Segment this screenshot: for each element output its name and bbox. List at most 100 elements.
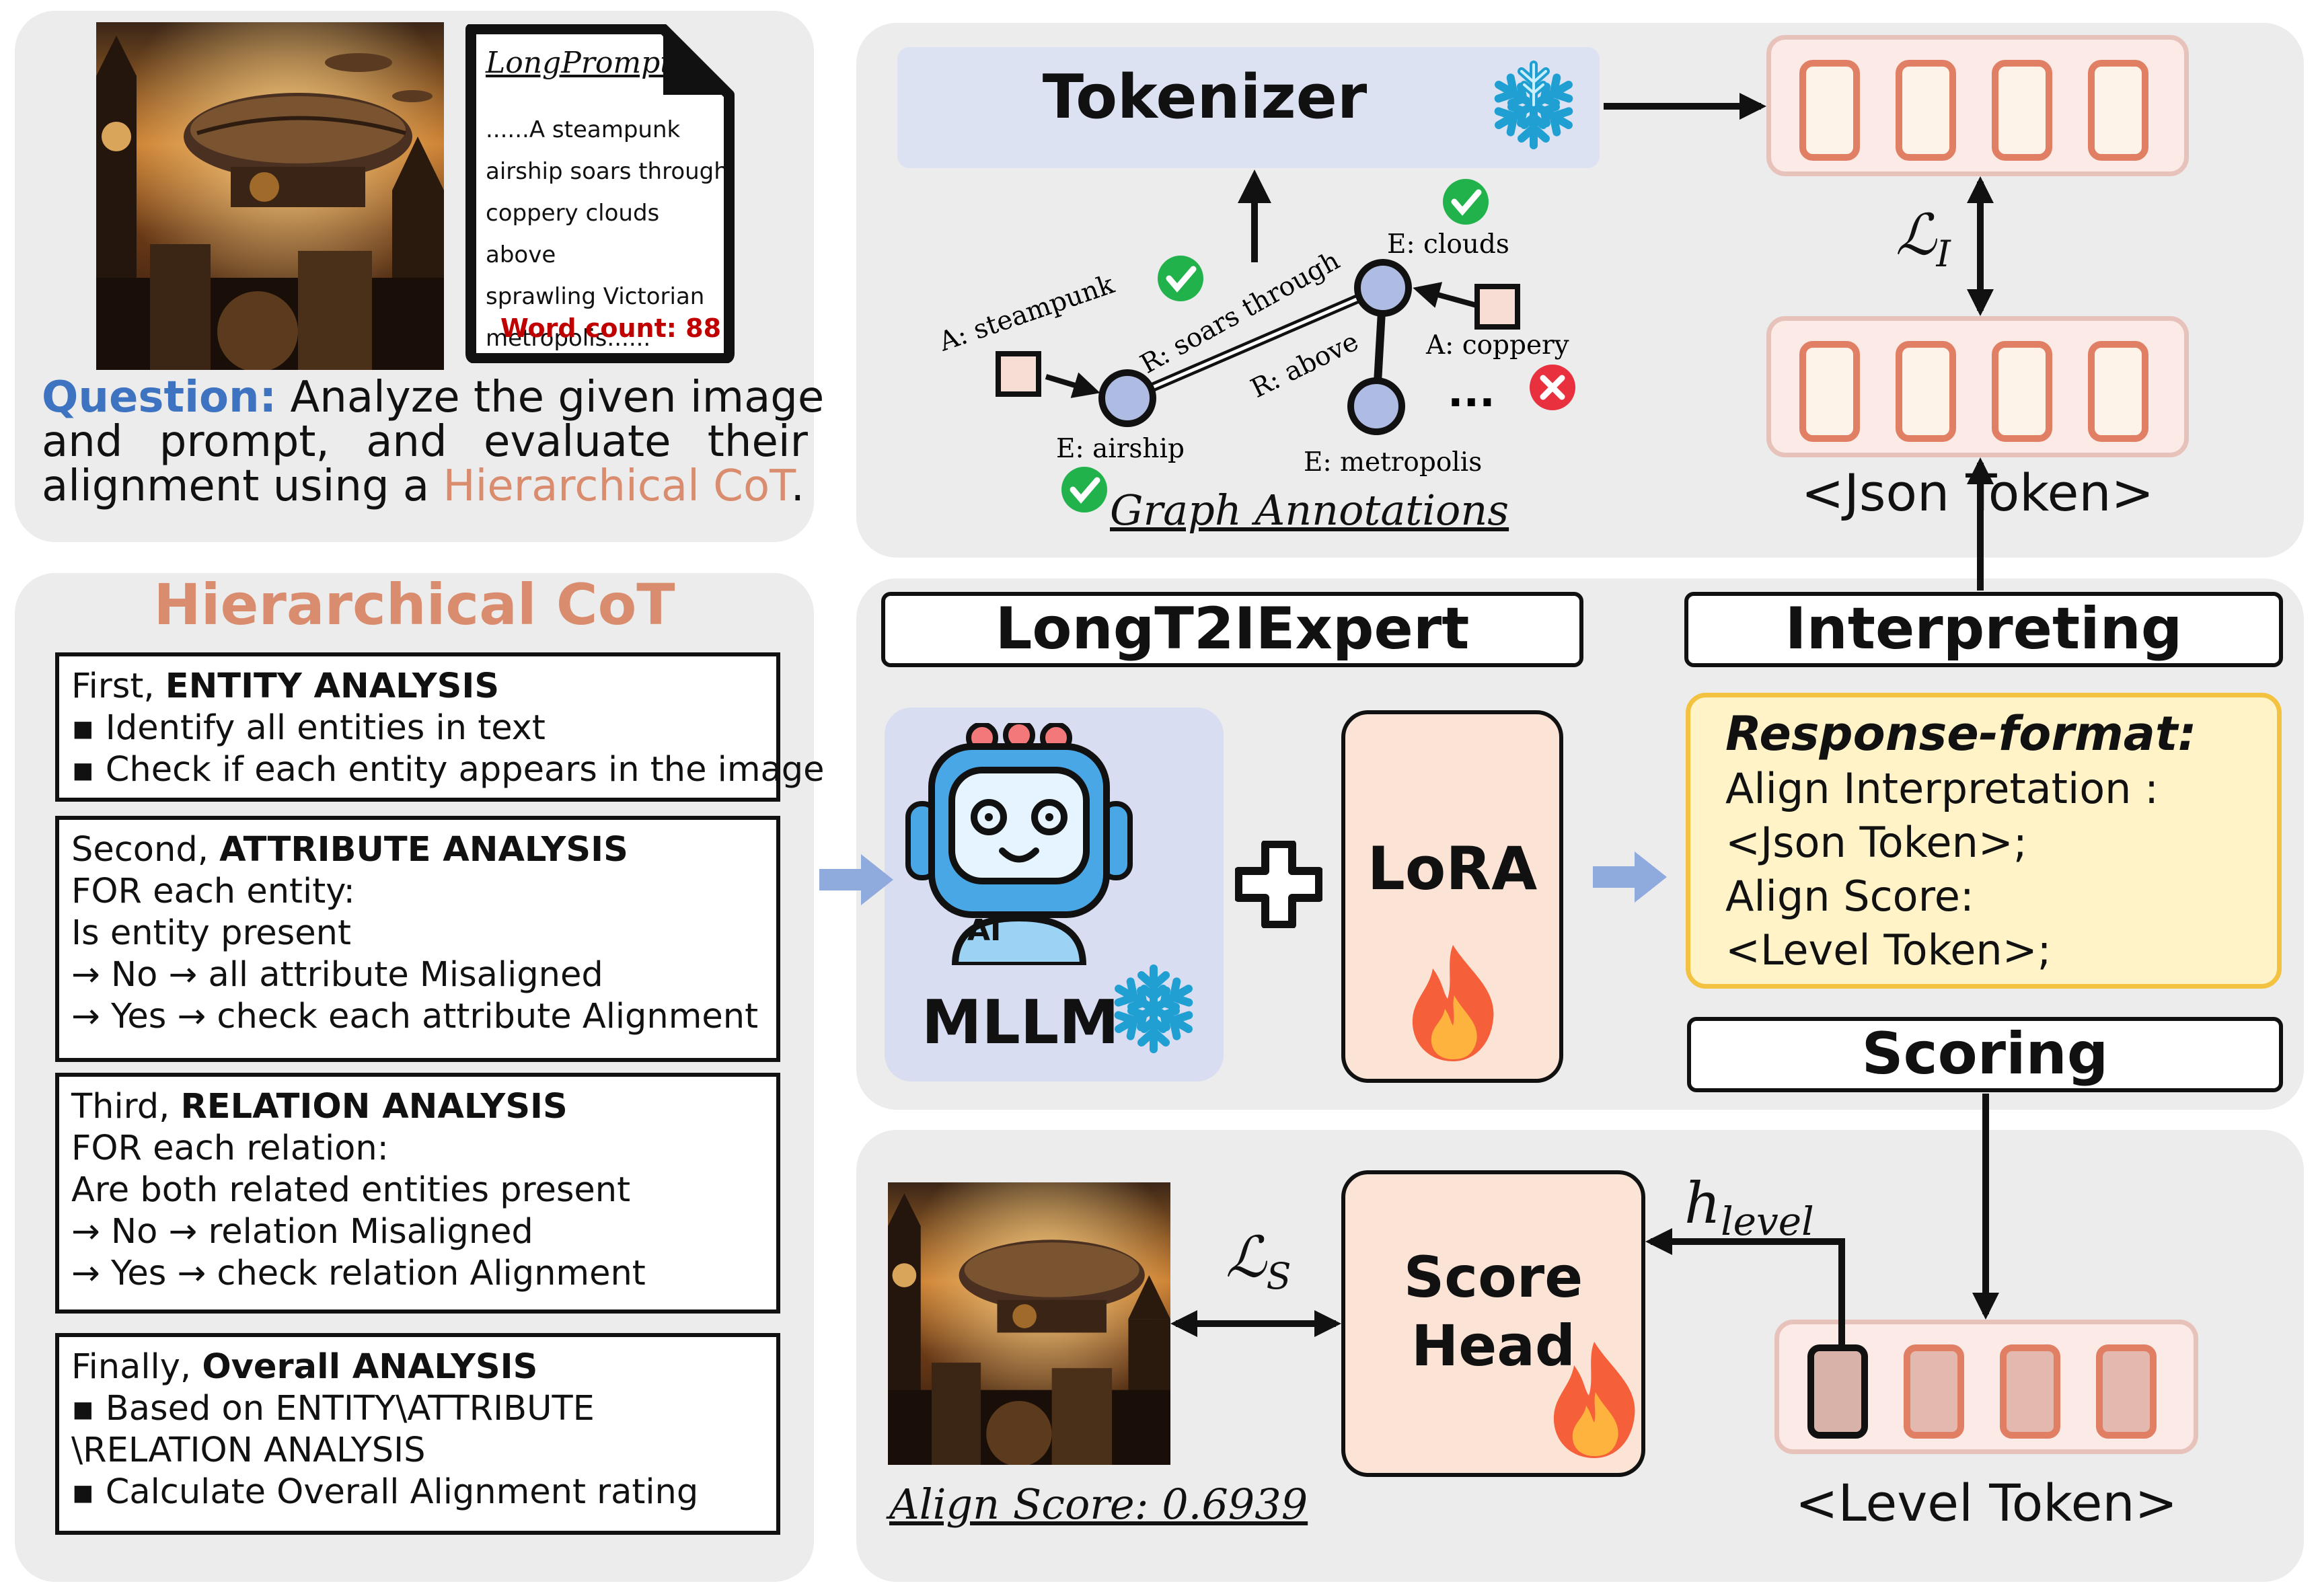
- step-line: \RELATION ANALYSIS: [71, 1431, 426, 1470]
- step-line: Are both related entities present: [71, 1170, 631, 1210]
- token: [1799, 341, 1860, 442]
- h-level-label: hlevel: [1684, 1170, 1814, 1244]
- token: [1896, 341, 1956, 442]
- step-heading: Overall ANALYSIS: [202, 1347, 538, 1387]
- label-metropolis: E: metropolis: [1304, 447, 1482, 478]
- step-line: → Yes → check each attribute Alignment: [71, 997, 759, 1036]
- relation-analysis-box: Third, RELATION ANALYSIS FOR each relati…: [55, 1073, 780, 1314]
- json-token-row-bottom: [1766, 316, 2189, 457]
- level-token-label: <Level Token>: [1795, 1473, 2178, 1533]
- cot-title: Hierarchical CoT: [153, 572, 675, 638]
- robot-badge: AI: [967, 913, 1002, 948]
- level-token-selected: [1807, 1344, 1868, 1439]
- fire-icon: [1412, 945, 1494, 1061]
- step-line: FOR each relation:: [71, 1129, 389, 1168]
- snowflake-icon: [1487, 61, 1581, 152]
- step-line: ▪ Calculate Overall Alignment rating: [71, 1472, 699, 1512]
- document-icon: [465, 24, 735, 363]
- token: [2088, 60, 2148, 161]
- steampunk-image: [888, 1182, 1170, 1465]
- edge-soars-through-inner: [1127, 286, 1384, 400]
- level-token: [1904, 1344, 1964, 1439]
- longt2iexpert-title: LongT2IExpert: [881, 592, 1583, 667]
- response-line: Align Interpretation :: [1725, 764, 2159, 813]
- graph-annotations-caption: Graph Annotations: [1110, 486, 1509, 535]
- word-count: Word count: 88: [500, 313, 722, 343]
- step-prefix: Second,: [71, 830, 209, 870]
- prompt-line: airship soars through: [486, 158, 728, 185]
- cross-icon: [1530, 365, 1575, 410]
- response-line: Align Score:: [1725, 872, 1974, 921]
- step-line: ▪ Based on ENTITY\ATTRIBUTE: [71, 1389, 595, 1429]
- loss-symbol: ℒ: [1226, 1224, 1267, 1290]
- loss-subscript: S: [1266, 1254, 1292, 1297]
- token: [1992, 60, 2052, 161]
- step-heading: ATTRIBUTE ANALYSIS: [219, 830, 628, 870]
- step-prefix: Finally,: [71, 1347, 192, 1387]
- token: [1896, 60, 1956, 161]
- mllm-label: MLLM: [922, 987, 1119, 1058]
- label-airship: E: airship: [1056, 434, 1185, 464]
- document-title: LongPrompt: [486, 46, 672, 80]
- question-text: Question: Analyze the given image and pr…: [42, 375, 824, 508]
- attribute-analysis-box: Second, ATTRIBUTE ANALYSIS FOR each enti…: [55, 816, 780, 1062]
- score-head-line: Head: [1411, 1313, 1576, 1379]
- response-line: <Level Token>;: [1725, 925, 2052, 975]
- attr-node-coppery: [1474, 284, 1520, 330]
- prompt-line: ......A steampunk: [486, 116, 681, 143]
- question-line: and prompt, and evaluate their: [42, 417, 808, 467]
- steampunk-image: [96, 22, 444, 370]
- overall-analysis-box: Finally, Overall ANALYSIS ▪ Based on ENT…: [55, 1333, 780, 1535]
- loss-symbol: ℒ: [1896, 202, 1937, 268]
- long-prompt-document: LongPrompt ......A steampunk airship soa…: [461, 24, 736, 363]
- entity-analysis-box: First, ENTITY ANALYSIS ▪ Identify all en…: [55, 652, 825, 802]
- question-label: Question:: [42, 373, 277, 422]
- output-arrow: [1593, 851, 1667, 903]
- robot-icon: [905, 723, 1133, 965]
- token: [1799, 60, 1860, 161]
- edge-steampunk-attr: [1045, 372, 1100, 398]
- check-icon: [1158, 256, 1203, 301]
- loss-i-label: ℒI: [1896, 202, 1951, 275]
- label-coppery: A: coppery: [1425, 330, 1569, 360]
- h-subscript: level: [1721, 1198, 1814, 1244]
- token: [1992, 341, 2052, 442]
- token: [2088, 341, 2148, 442]
- question-line: Analyze the given image: [290, 373, 825, 422]
- lora-label: LoRA: [1367, 834, 1538, 903]
- align-score: Align Score: 0.6939: [889, 1480, 1308, 1529]
- tokenizer-label: Tokenizer: [1042, 62, 1368, 132]
- input-arrow: [819, 854, 893, 905]
- loss-subscript: I: [1936, 232, 1951, 275]
- step-line: Is entity present: [71, 913, 351, 953]
- graph-annotations: A: steampunk R: soars through R: above E…: [935, 169, 1575, 512]
- step-prefix: First,: [71, 667, 155, 706]
- node-clouds: [1354, 259, 1412, 317]
- step-line: ▪ Identify all entities in text: [71, 708, 546, 748]
- h-symbol: h: [1684, 1170, 1721, 1236]
- node-airship: [1098, 369, 1156, 427]
- question-line: alignment using a: [42, 461, 430, 511]
- response-format-box: Response-format: Align Interpretation : …: [1686, 693, 2282, 989]
- question-highlight: Hierarchical CoT: [443, 461, 791, 511]
- response-title: Response-format:: [1725, 706, 2197, 761]
- step-heading: ENTITY ANALYSIS: [165, 667, 500, 706]
- label-clouds: E: clouds: [1387, 229, 1509, 260]
- step-heading: RELATION ANALYSIS: [180, 1087, 568, 1127]
- document-prompt-text: ......A steampunk airship soars through …: [486, 109, 736, 359]
- step-line: FOR each entity:: [71, 872, 355, 911]
- prompt-line: coppery clouds above: [486, 200, 660, 268]
- json-token-row-top: [1766, 35, 2189, 176]
- fire-icon: [1553, 1342, 1635, 1458]
- attr-node-steampunk: [996, 351, 1041, 397]
- scoring-title: Scoring: [1687, 1017, 2283, 1092]
- ellipsis: ...: [1448, 367, 1495, 416]
- step-line: → No → relation Misaligned: [71, 1212, 533, 1252]
- response-line: <Json Token>;: [1725, 818, 2027, 867]
- step-line: → Yes → check relation Alignment: [71, 1254, 646, 1293]
- check-icon: [1443, 179, 1489, 225]
- step-line: → No → all attribute Misaligned: [71, 955, 603, 995]
- tokenizer-box: [897, 47, 1600, 168]
- node-metropolis: [1347, 377, 1405, 435]
